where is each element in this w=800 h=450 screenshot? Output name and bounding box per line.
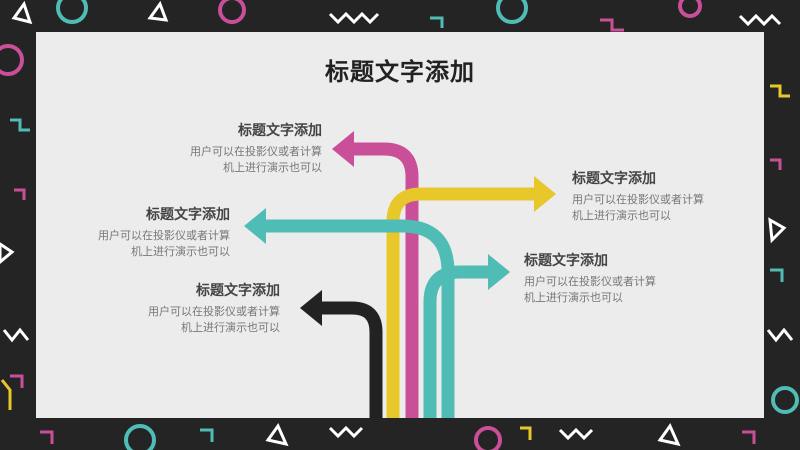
arrowhead-right-icon [488, 254, 510, 290]
triangle-shape [147, 0, 169, 22]
step-shape [770, 158, 782, 170]
step-shape [200, 428, 214, 442]
circle-shape [496, 0, 528, 24]
arrow-teal-right [423, 265, 490, 418]
item-description-line1: 用户可以在投影仪或者计算 [524, 275, 656, 288]
text-block-teal-left: 标题文字添加 用户可以在投影仪或者计算 机上进行演示也可以 [60, 204, 230, 260]
item-description-line1: 用户可以在投影仪或者计算 [98, 229, 230, 242]
zigzag-shape [558, 427, 594, 441]
item-description-line2: 机上进行演示也可以 [524, 291, 623, 304]
arrow-teal-left [266, 219, 455, 418]
item-description-line1: 用户可以在投影仪或者计算 [572, 193, 704, 206]
arrowhead-right-icon [534, 176, 556, 212]
item-heading: 标题文字添加 [524, 253, 608, 269]
arrowhead-left-icon [244, 208, 266, 244]
item-description-line2: 机上进行演示也可以 [223, 161, 322, 174]
item-heading: 标题文字添加 [238, 123, 322, 139]
text-block-yellow: 标题文字添加 用户可以在投影仪或者计算 机上进行演示也可以 [572, 168, 742, 224]
circle-shape [0, 44, 24, 76]
circle-shape [218, 0, 246, 24]
circle-shape [474, 426, 502, 450]
step-shape [742, 430, 756, 444]
text-block-magenta: 标题文字添加 用户可以在投影仪或者计算 机上进行演示也可以 [152, 120, 322, 176]
zigzag-shape [738, 13, 782, 27]
item-heading: 标题文字添加 [146, 207, 230, 223]
item-description-line2: 机上进行演示也可以 [131, 245, 230, 258]
arrow-black [320, 301, 383, 418]
branching-arrows-diagram [244, 131, 556, 418]
circle-shape [678, 0, 702, 18]
circle-shape [771, 386, 799, 414]
slide-title: 标题文字添加 [325, 58, 475, 86]
text-block-black: 标题文字添加 用户可以在投影仪或者计算 机上进行演示也可以 [110, 280, 280, 336]
content-panel: 标题文字添加 标题文字添加 用户可以在投影仪或者计算 机上进行演示也可以 标题文… [36, 32, 764, 418]
step-shape [770, 268, 784, 282]
step-shape [10, 374, 24, 388]
step-shape [40, 430, 54, 444]
arrowhead-left-icon [332, 131, 354, 167]
circle-shape [124, 424, 156, 450]
step-shape [0, 379, 12, 410]
item-heading: 标题文字添加 [572, 171, 656, 187]
triangle-shape [0, 242, 15, 264]
item-description-line1: 用户可以在投影仪或者计算 [190, 145, 322, 158]
step-shape [14, 188, 26, 200]
text-block-teal-right: 标题文字添加 用户可以在投影仪或者计算 机上进行演示也可以 [524, 250, 694, 306]
circle-shape [56, 0, 88, 24]
item-heading: 标题文字添加 [196, 283, 280, 299]
item-description-line2: 机上进行演示也可以 [181, 321, 280, 334]
triangle-shape [768, 217, 787, 244]
zigzag-shape [766, 327, 794, 343]
triangle-shape [657, 422, 681, 447]
zigzag-shape [2, 327, 30, 343]
item-description-line1: 用户可以在投影仪或者计算 [148, 305, 280, 318]
item-description-line2: 机上进行演示也可以 [572, 209, 671, 222]
arrow-magenta [352, 142, 419, 418]
triangle-shape [11, 0, 33, 25]
triangle-shape [265, 422, 289, 447]
step-shape [600, 18, 624, 32]
arrowhead-left-icon [300, 290, 322, 326]
step-shape [770, 84, 790, 98]
step-shape [10, 118, 30, 132]
step-shape [430, 16, 444, 28]
step-shape [520, 426, 532, 440]
zigzag-shape [328, 425, 364, 439]
zigzag-shape [328, 11, 380, 25]
